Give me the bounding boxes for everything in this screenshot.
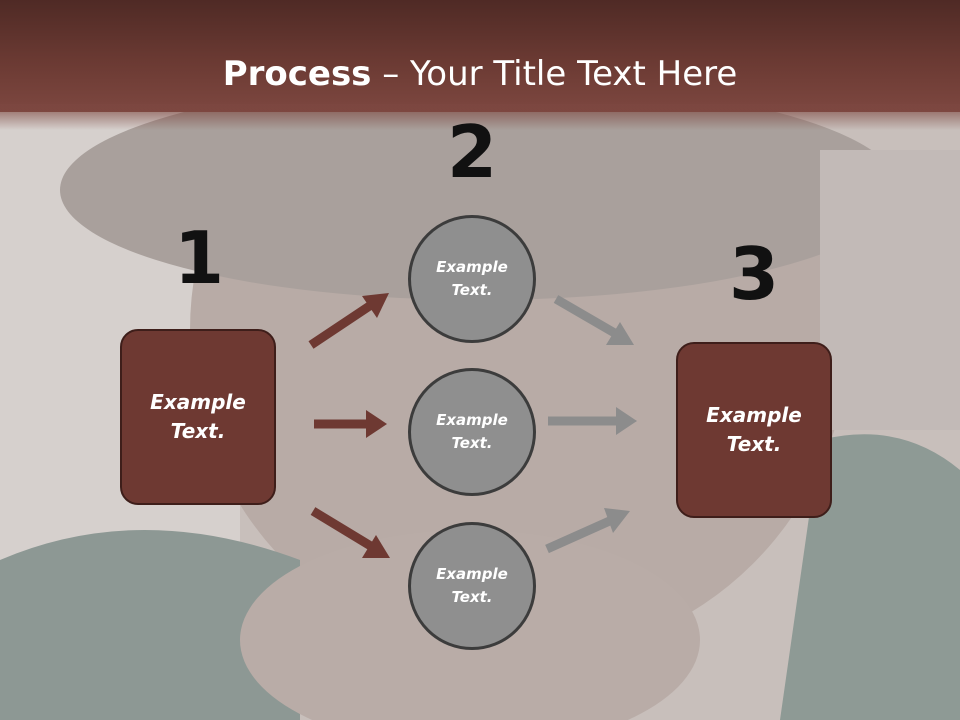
step-2-label-top: Example Text. [436,258,508,299]
step-3-number: 3 [728,232,780,316]
step-3-box: Example Text. [676,342,832,518]
step-2-circle-bottom: Example Text. [408,522,536,650]
step-2-circle-top: Example Text. [408,215,536,343]
arrow-2-to-3-bottom [545,508,630,554]
step-2-label-bottom: Example Text. [436,565,508,606]
arrow-2-to-3-middle [548,407,637,435]
step-1-number: 1 [173,216,225,300]
arrow-1-to-2-middle [314,410,387,438]
step-2-label-middle: Example Text. [436,411,508,452]
title-bar [0,0,960,112]
arrow-1-to-2-top [308,293,389,349]
title-bar-fade [0,104,960,130]
slide-title: Process – Your Title Text Here [0,52,960,96]
step-2-number: 2 [446,110,498,194]
arrow-1-to-2-bottom [310,507,390,558]
title-rest: – Your Title Text Here [371,54,738,94]
arrow-2-to-3-top [553,295,634,345]
step-2-circle-middle: Example Text. [408,368,536,496]
title-bold: Process [222,54,372,94]
step-1-label: Example Text. [150,390,246,443]
step-3-label: Example Text. [706,403,802,456]
step-1-box: Example Text. [120,329,276,505]
